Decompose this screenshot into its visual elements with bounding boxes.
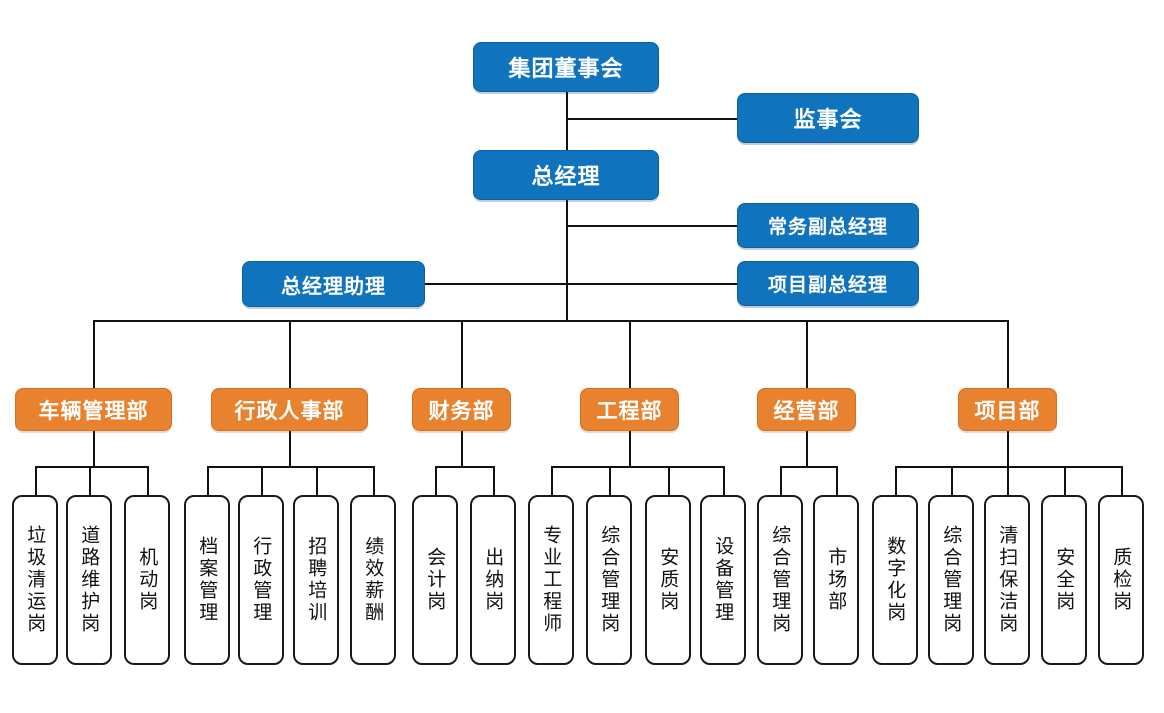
board-to-gm-connector xyxy=(566,92,568,150)
leaf-bus-finance xyxy=(435,466,493,468)
leaf-stem xyxy=(609,466,611,495)
leaf-stem xyxy=(435,466,437,495)
leaf-stem xyxy=(1121,466,1123,495)
node-supervisors[interactable]: 监事会 xyxy=(737,93,919,143)
gm-assistant-connector xyxy=(425,283,566,285)
leaf-stem xyxy=(1064,466,1066,495)
position-box[interactable]: 综合管理岗 xyxy=(757,495,803,665)
position-box[interactable]: 市场部 xyxy=(813,495,859,665)
position-label: 档案管理 xyxy=(196,536,219,624)
department-drop-admin-hr xyxy=(289,431,291,466)
department-engineering[interactable]: 工程部 xyxy=(580,388,679,431)
department-drop-engineering xyxy=(629,431,631,466)
department-operations[interactable]: 经营部 xyxy=(757,388,856,431)
position-label: 清扫保洁岗 xyxy=(996,525,1019,635)
position-label: 机动岗 xyxy=(136,547,159,613)
department-drop-operations xyxy=(806,431,808,466)
position-box[interactable]: 会计岗 xyxy=(412,495,458,665)
department-bus-line xyxy=(93,320,1007,322)
position-box[interactable]: 安质岗 xyxy=(645,495,691,665)
position-label: 会计岗 xyxy=(424,547,447,613)
department-stem-project xyxy=(1007,320,1009,388)
node-project-vice-gm[interactable]: 项目副总经理 xyxy=(737,261,919,306)
leaf-stem xyxy=(207,466,209,495)
supervisors-connector xyxy=(566,118,737,120)
leaf-bus-operations xyxy=(780,466,836,468)
position-label: 综合管理岗 xyxy=(769,525,792,635)
position-label: 绩效薪酬 xyxy=(362,536,385,624)
leaf-stem xyxy=(316,466,318,495)
department-project[interactable]: 项目部 xyxy=(958,388,1057,431)
department-stem-finance xyxy=(461,320,463,388)
department-stem-engineering xyxy=(629,320,631,388)
leaf-stem xyxy=(780,466,782,495)
position-label: 安质岗 xyxy=(657,547,680,613)
position-box[interactable]: 道路维护岗 xyxy=(66,495,112,665)
exec-vice-gm-connector xyxy=(566,225,737,227)
leaf-stem xyxy=(668,466,670,495)
leaf-stem xyxy=(89,466,91,495)
leaf-stem xyxy=(1007,466,1009,495)
node-gm[interactable]: 总经理 xyxy=(473,150,659,200)
position-box[interactable]: 综合管理岗 xyxy=(586,495,632,665)
leaf-stem xyxy=(35,466,37,495)
position-box[interactable]: 质检岗 xyxy=(1098,495,1144,665)
position-label: 行政管理 xyxy=(250,536,273,624)
leaf-stem xyxy=(551,466,553,495)
leaf-stem xyxy=(373,466,375,495)
leaf-bus-admin-hr xyxy=(207,466,373,468)
leaf-stem xyxy=(261,466,263,495)
position-label: 综合管理岗 xyxy=(940,525,963,635)
position-label: 道路维护岗 xyxy=(78,525,101,635)
position-label: 垃圾清运岗 xyxy=(24,525,47,635)
position-label: 市场部 xyxy=(825,547,848,613)
leaf-stem xyxy=(895,466,897,495)
department-finance[interactable]: 财务部 xyxy=(412,388,511,431)
position-box[interactable]: 绩效薪酬 xyxy=(350,495,396,665)
position-label: 设备管理 xyxy=(712,536,735,624)
position-box[interactable]: 设备管理 xyxy=(700,495,746,665)
department-drop-vehicle xyxy=(93,431,95,466)
position-box[interactable]: 垃圾清运岗 xyxy=(12,495,58,665)
leaf-stem xyxy=(951,466,953,495)
position-label: 数字化岗 xyxy=(884,536,907,624)
department-admin-hr[interactable]: 行政人事部 xyxy=(211,388,368,431)
position-label: 综合管理岗 xyxy=(598,525,621,635)
position-box[interactable]: 安全岗 xyxy=(1041,495,1087,665)
position-box[interactable]: 专业工程师 xyxy=(528,495,574,665)
node-board[interactable]: 集团董事会 xyxy=(473,42,659,92)
leaf-bus-vehicle xyxy=(35,466,147,468)
node-exec-vice-gm[interactable]: 常务副总经理 xyxy=(737,203,919,248)
position-box[interactable]: 机动岗 xyxy=(124,495,170,665)
position-box[interactable]: 数字化岗 xyxy=(872,495,918,665)
leaf-bus-engineering xyxy=(551,466,723,468)
department-stem-vehicle xyxy=(93,320,95,388)
position-box[interactable]: 招聘培训 xyxy=(293,495,339,665)
position-label: 专业工程师 xyxy=(540,525,563,635)
leaf-stem xyxy=(723,466,725,495)
position-box[interactable]: 综合管理岗 xyxy=(928,495,974,665)
leaf-stem xyxy=(836,466,838,495)
position-label: 出纳岗 xyxy=(482,547,505,613)
position-box[interactable]: 行政管理 xyxy=(238,495,284,665)
department-stem-operations xyxy=(806,320,808,388)
gm-spine-connector xyxy=(566,200,568,320)
node-gm-assistant[interactable]: 总经理助理 xyxy=(242,261,425,307)
position-label: 质检岗 xyxy=(1110,547,1133,613)
position-box[interactable]: 清扫保洁岗 xyxy=(984,495,1030,665)
leaf-stem xyxy=(147,466,149,495)
department-stem-admin-hr xyxy=(289,320,291,388)
department-drop-project xyxy=(1007,431,1009,466)
project-vice-gm-connector xyxy=(566,283,737,285)
leaf-stem xyxy=(493,466,495,495)
department-vehicle[interactable]: 车辆管理部 xyxy=(15,388,172,431)
position-box[interactable]: 档案管理 xyxy=(184,495,230,665)
position-label: 招聘培训 xyxy=(305,536,328,624)
position-label: 安全岗 xyxy=(1053,547,1076,613)
department-drop-finance xyxy=(461,431,463,466)
position-box[interactable]: 出纳岗 xyxy=(470,495,516,665)
